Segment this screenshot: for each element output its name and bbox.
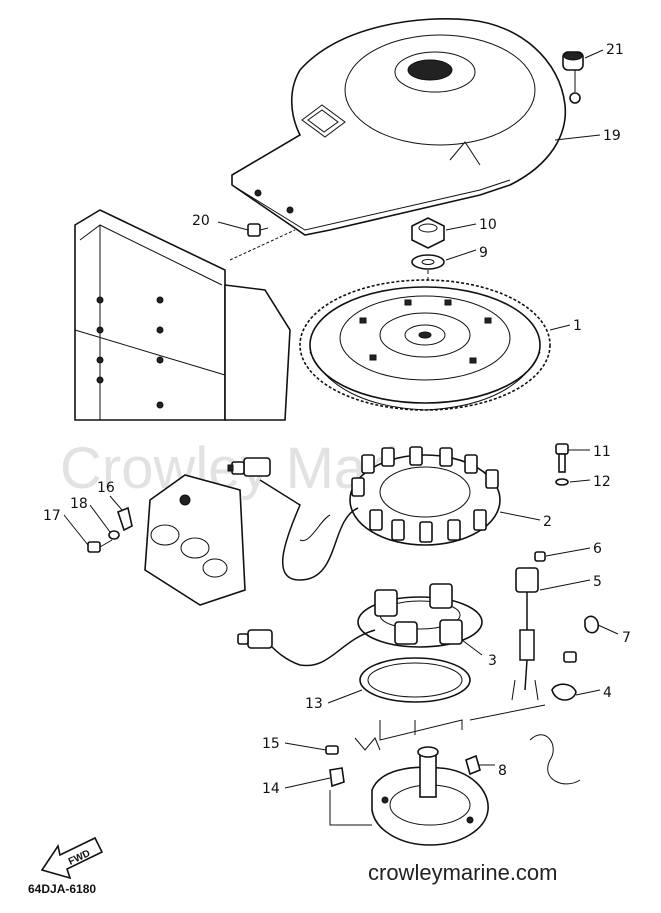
callout-12: 12	[593, 474, 611, 490]
callout-16: 16	[97, 480, 115, 496]
callout-13: 13	[305, 696, 323, 712]
pulser-connector	[237, 629, 273, 649]
stator-part	[349, 446, 501, 546]
callout-18: 18	[70, 496, 88, 512]
callout-2: 2	[543, 514, 552, 530]
screw-4-part	[551, 651, 577, 701]
base-plate-part	[371, 746, 489, 846]
stator-connector	[227, 457, 271, 477]
callout-14: 14	[262, 781, 280, 797]
washer-18-part	[108, 530, 120, 540]
screw-6-part	[534, 551, 546, 562]
clamp-part	[117, 506, 133, 532]
cover-bolt-part	[247, 223, 269, 237]
callout-8: 8	[498, 763, 507, 779]
callout-9: 9	[479, 245, 488, 261]
callout-3: 3	[488, 653, 497, 669]
bracket-14-part	[329, 767, 345, 788]
coil-lead-part	[511, 567, 539, 701]
callout-10: 10	[479, 217, 497, 233]
callout-6: 6	[593, 541, 602, 557]
bolt-17-part	[87, 539, 113, 553]
pulser-coil-part	[357, 583, 483, 648]
callout-4: 4	[603, 685, 612, 701]
site-url: crowleymarine.com	[368, 860, 558, 885]
callout-5: 5	[593, 574, 602, 590]
bolt-part	[555, 443, 569, 473]
callout-20: 20	[192, 213, 210, 229]
diagram-code: 64DJA-6180	[28, 882, 96, 896]
callout-15: 15	[262, 736, 280, 752]
grommet-part	[562, 51, 584, 104]
o-ring-part	[359, 657, 471, 703]
flywheel-cover	[231, 18, 567, 236]
washer-small-part	[555, 478, 569, 486]
flywheel-nut-part	[411, 217, 445, 249]
washer-part	[411, 254, 445, 270]
clip-7-part	[584, 615, 600, 634]
leader-lines	[63, 49, 619, 789]
cdi-bracket-part	[144, 474, 246, 606]
forward-arrow-icon: FWD	[40, 836, 104, 880]
screw-15-part	[325, 745, 339, 755]
callout-1: 1	[573, 318, 582, 334]
callout-19: 19	[603, 128, 621, 144]
engine-block	[74, 209, 291, 421]
callout-7: 7	[622, 630, 631, 646]
callout-11: 11	[593, 444, 611, 460]
flywheel-part	[299, 279, 551, 411]
callout-21: 21	[606, 42, 624, 58]
callout-17: 17	[43, 508, 61, 524]
key-8-part	[465, 754, 481, 776]
